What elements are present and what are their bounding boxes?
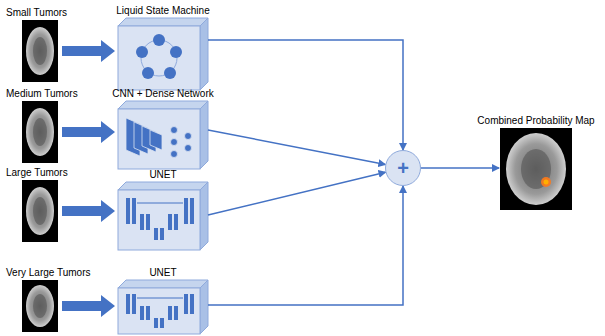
- block-arrow: [62, 200, 115, 222]
- model-box: UNET: [118, 280, 208, 334]
- input-image: Large Tumors: [22, 180, 58, 242]
- input-image: Medium Tumors: [22, 101, 58, 163]
- cnn-icon: [126, 118, 192, 158]
- model-box: UNET: [118, 182, 208, 250]
- connector-line: [208, 40, 403, 150]
- input-image: Small Tumors: [22, 20, 58, 82]
- model-cube: [118, 101, 208, 169]
- connector-line: [421, 167, 499, 169]
- mri-slice: [22, 20, 58, 82]
- model-cube: [118, 182, 208, 250]
- operator-symbol: +: [386, 151, 420, 185]
- block-arrow: [62, 295, 115, 317]
- block-arrow: [62, 121, 115, 143]
- input-image: Very Large Tumors: [22, 280, 58, 332]
- connector-line: [208, 130, 385, 165]
- node-heading: Small Tumors: [6, 7, 67, 19]
- model-cube: [118, 18, 208, 90]
- probability-map-image: [500, 128, 572, 210]
- model-cube: [118, 280, 208, 334]
- mri-slice: [22, 280, 58, 332]
- model-box: Liquid State Machine: [118, 18, 208, 90]
- mri-slice: [22, 180, 58, 242]
- connector-line: [208, 186, 403, 305]
- mri-slice: [22, 101, 58, 163]
- unet-icon: [126, 198, 194, 240]
- node-heading: Very Large Tumors: [6, 267, 90, 279]
- node-heading: Large Tumors: [6, 167, 68, 179]
- neuron-ring-icon: [136, 34, 182, 79]
- node-heading: Liquid State Machine: [116, 5, 209, 17]
- sum-circle: +: [385, 150, 421, 186]
- unet-icon: [126, 294, 194, 328]
- node-heading: Medium Tumors: [6, 88, 78, 100]
- node-heading: UNET: [149, 169, 176, 181]
- node-heading: UNET: [149, 267, 176, 279]
- block-arrow: [62, 40, 115, 62]
- model-box: CNN + Dense Network: [118, 101, 208, 169]
- connector-line: [208, 172, 386, 215]
- output-image: Combined Probability Map: [500, 128, 572, 210]
- node-heading: CNN + Dense Network: [112, 88, 213, 100]
- node-heading: Combined Probability Map: [477, 115, 594, 127]
